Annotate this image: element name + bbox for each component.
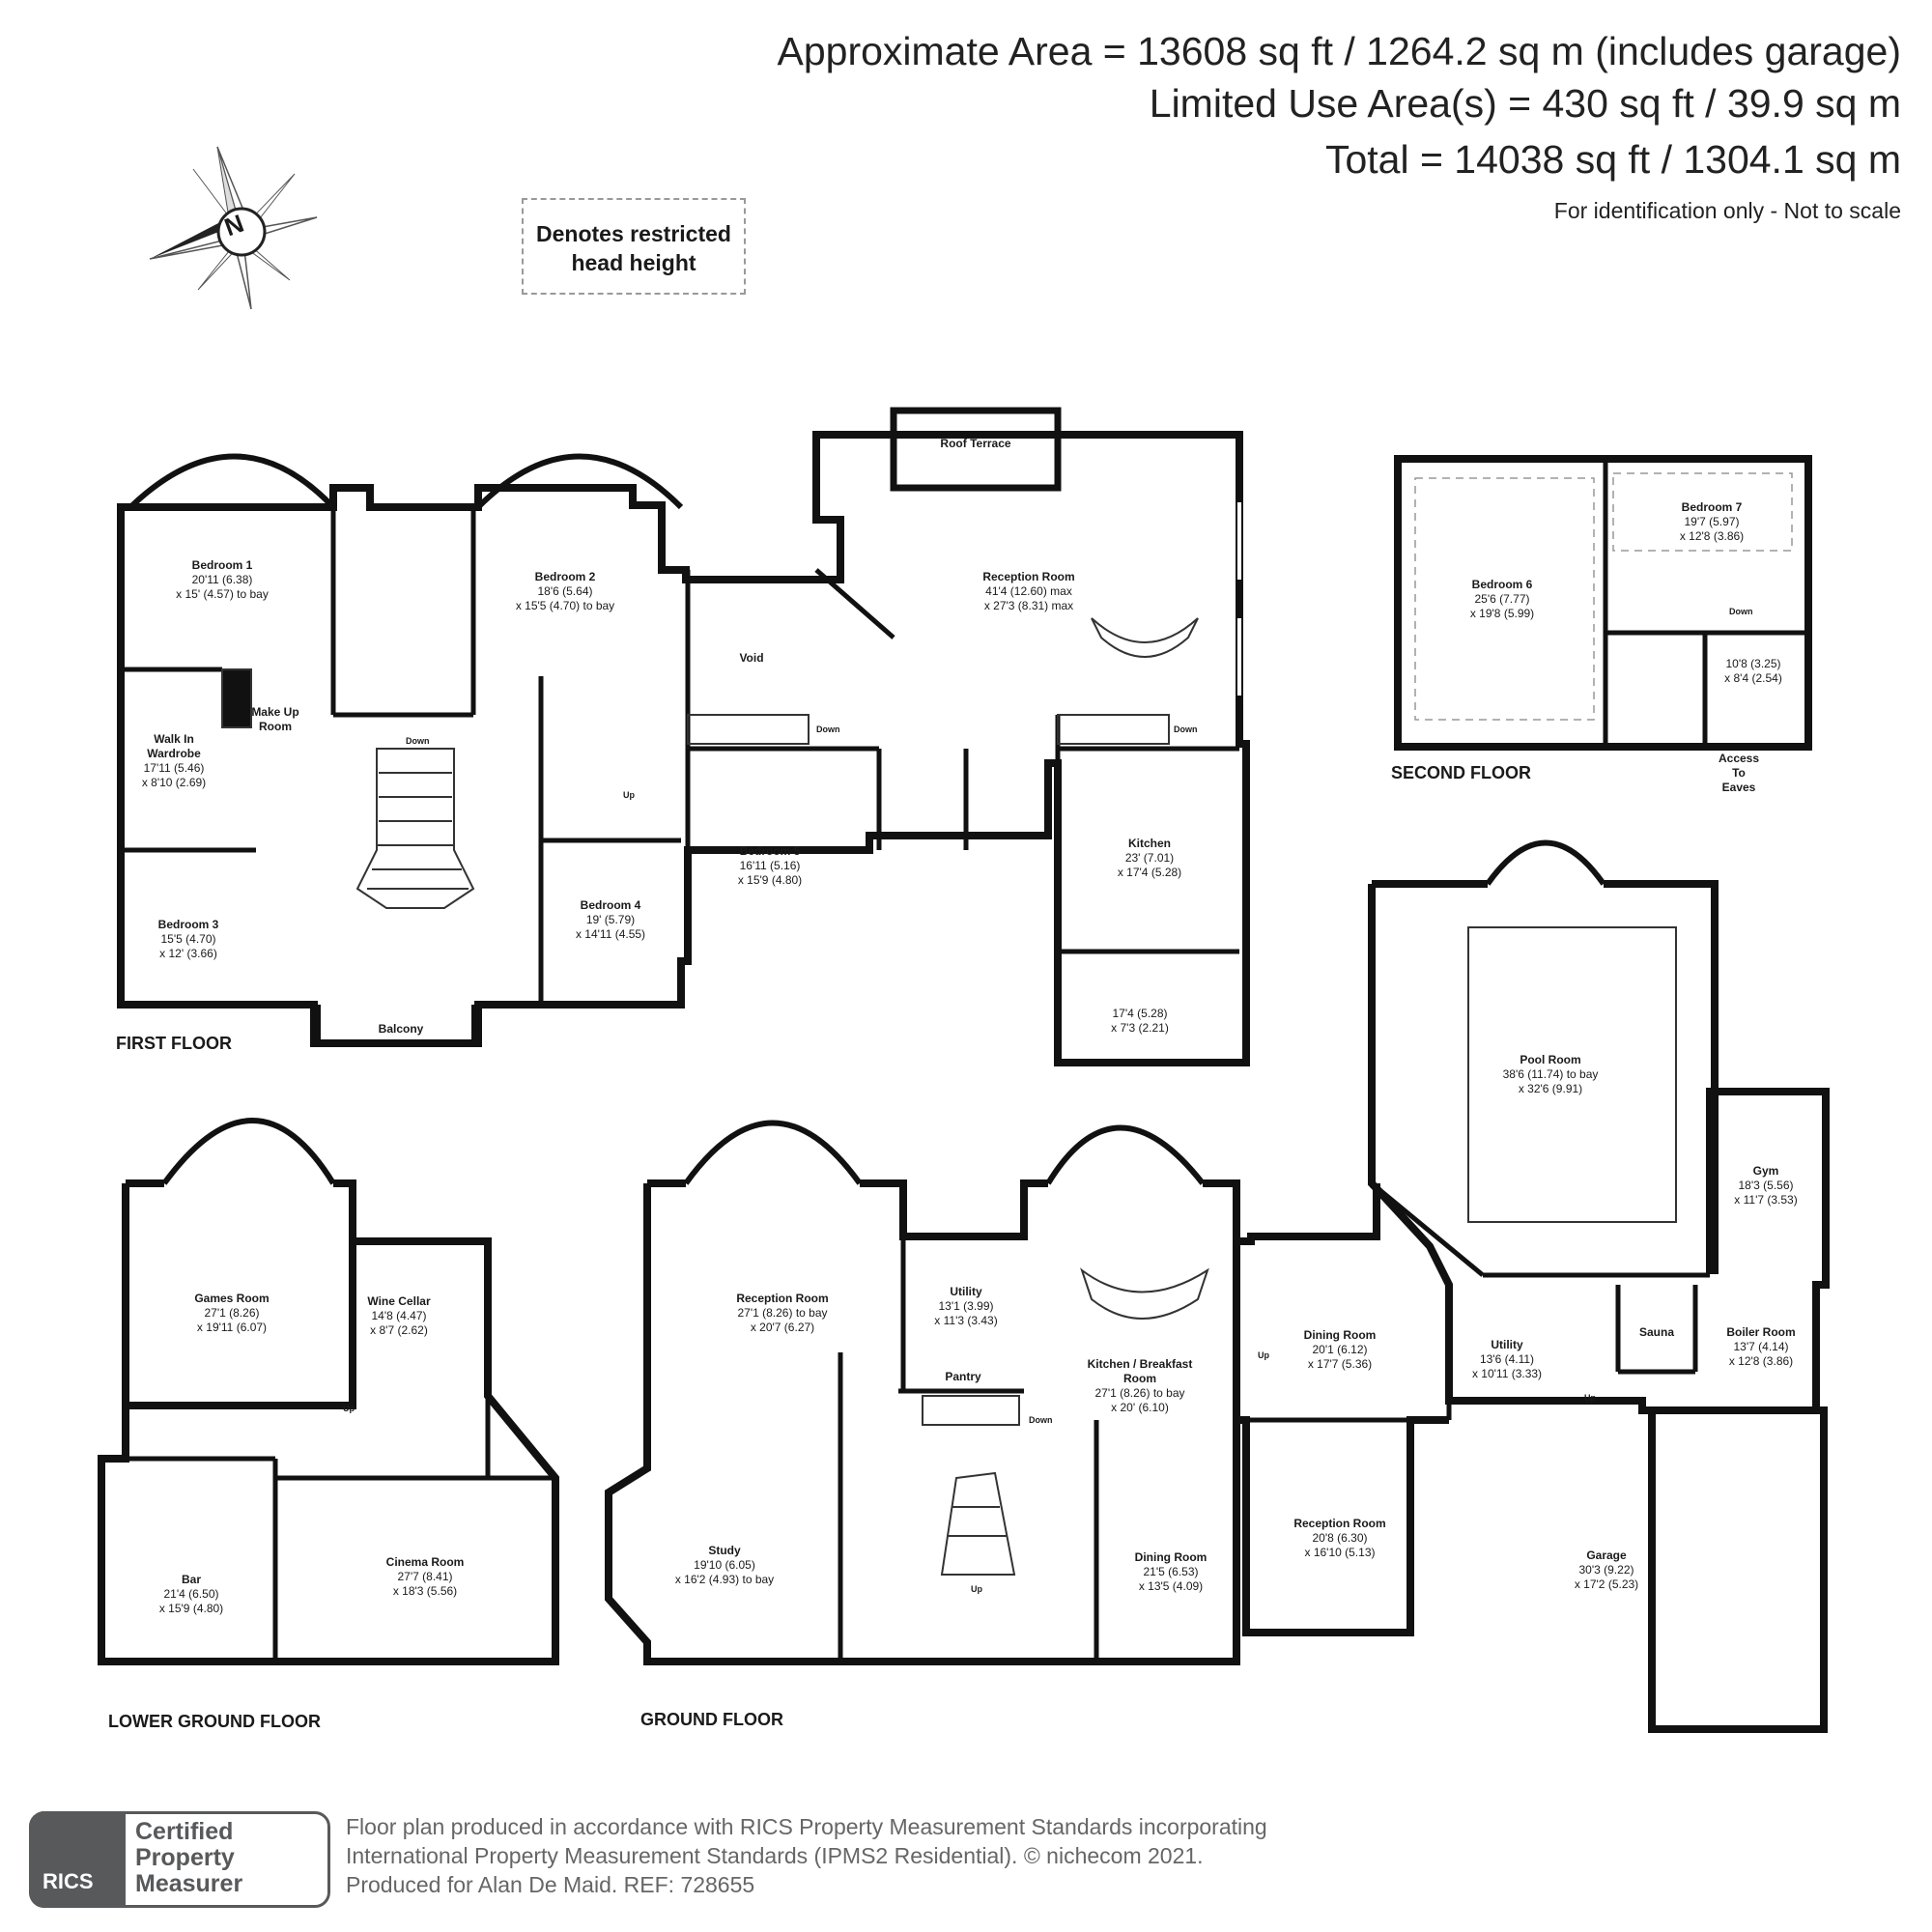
ground-floor-stairs [922,1267,1209,1576]
second-floor-restricted-areas [1414,472,1793,721]
room-pantry: Pantry [945,1370,981,1383]
first-floor-walls [117,407,1250,1066]
stair-down-label: Down [1174,724,1198,734]
rics-logo-text: RICS [43,1869,94,1893]
second-floor-label: SECOND FLOOR [1391,763,1532,782]
rics-logo-icon [29,1811,126,1908]
first-floor-stairs [221,617,1199,909]
room-first-floor-store: 17'4 (5.28)x 7'3 (2.21) [1111,1007,1169,1035]
stair-down-label: Down [1029,1415,1053,1425]
total-area: Total = 14038 sq ft / 1304.1 sq m [1324,137,1901,182]
footer-line-1: Floor plan produced in accordance with R… [346,1814,1267,1839]
certified-badge-text: Certified Property Measurer [135,1818,243,1897]
room-roof-terrace: Roof Terrace [940,437,1011,450]
pool-annex-walls [1368,839,1830,1733]
lower-ground-walls [98,1118,559,1665]
first-floor-label: FIRST FLOOR [116,1034,232,1053]
stair-down-label: Down [1729,607,1753,616]
room-second-floor-small: 10'8 (3.25)x 8'4 (2.54) [1724,657,1782,685]
second-floor-walls [1394,455,1812,751]
legend-line-1: Denotes restricted [536,221,731,246]
stair-down-label: Down [816,724,840,734]
footer-line-2: International Property Measurement Stand… [346,1843,1204,1868]
room-make-up: Make Up Room [251,705,299,733]
lower-ground-floor-label: LOWER GROUND FLOOR [108,1712,321,1731]
stair-down-label: Down [406,736,430,746]
compass-icon [149,146,318,310]
stair-up-label: Up [343,1404,355,1413]
area-summary: Approximate Area = 13608 sq ft / 1264.2 … [777,29,1902,73]
footer-text: Floor plan produced in accordance with R… [346,1812,1267,1899]
room-sauna: Sauna [1638,1325,1675,1339]
legend-line-2: head height [571,250,696,275]
room-balcony: Balcony [378,1022,424,1036]
scale-note: For identification only - Not to scale [1553,198,1901,223]
ground-floor-walls [605,1120,1449,1665]
stair-up-label: Up [1584,1393,1596,1403]
limited-use-area: Limited Use Area(s) = 430 sq ft / 39.9 s… [1149,81,1901,126]
room-void: Void [739,651,764,665]
ground-floor-label: GROUND FLOOR [640,1710,783,1729]
pool-outline [1467,926,1677,1223]
certified-badge [29,1811,330,1908]
stair-up-label: Up [1258,1350,1269,1360]
restricted-head-height-legend: Denotes restricted head height [522,198,746,295]
stair-up-label: Up [623,790,635,800]
stair-up-label: Up [971,1584,982,1594]
footer-line-3: Produced for Alan De Maid. REF: 728655 [346,1872,755,1897]
